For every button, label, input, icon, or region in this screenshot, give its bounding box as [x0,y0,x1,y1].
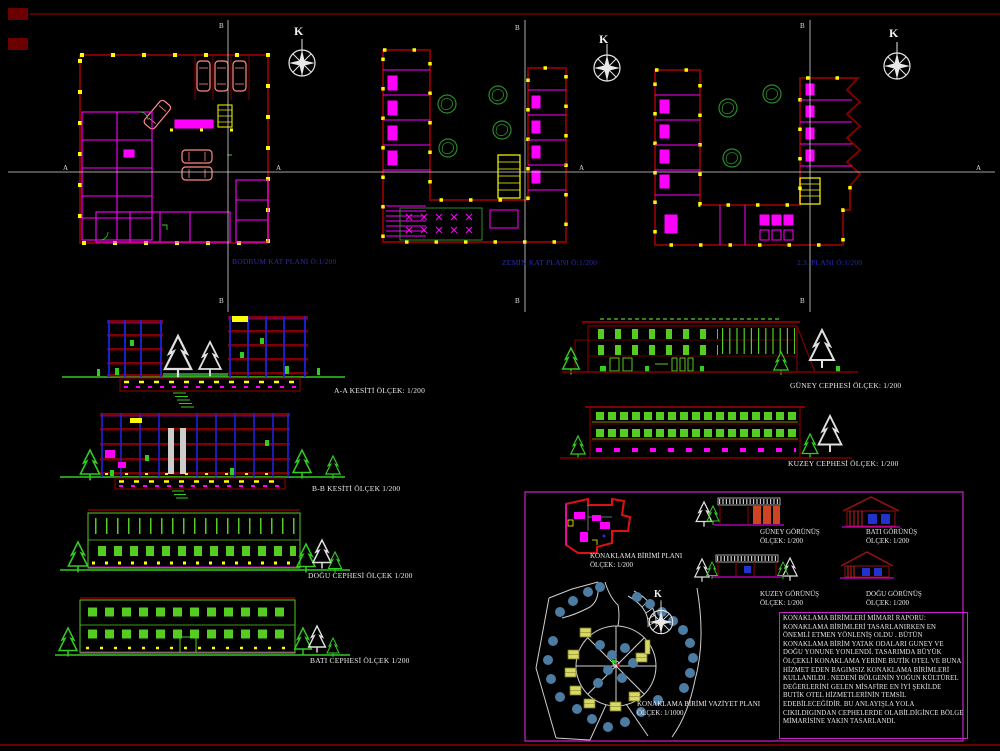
section-aa-drawing [62,316,345,408]
north-letter: K [889,26,899,40]
car-icon [196,60,211,92]
elevation-east-drawing [60,509,350,574]
elevation-north-drawing [560,406,852,460]
elevation-north-label: KUZEY CEPHESİ ÖLÇEK: 1/200 [788,459,899,468]
section-marker-a: A [976,164,982,172]
unit-view-scale: ÖLÇEK: 1/200 [760,599,803,607]
tree-icon [570,435,586,460]
tree-icon [292,449,312,480]
plan-basement-title: BODRUM KAT PLANI Ö:1/200 [232,257,337,266]
tree-icon [438,138,458,158]
plan-upper-drawing [653,68,862,247]
car-icon [181,149,213,164]
elevation-east-label: DOĞU CEPHESİ ÖLÇEK 1/200 [308,571,413,580]
unit-view-scale: ÖLÇEK: 1/200 [866,599,909,607]
car-icon [142,98,173,131]
tree-icon [293,627,313,656]
plan-basement-drawing [78,53,270,245]
section-aa-label: A-A KESİTİ ÖLÇEK: 1/200 [334,386,426,395]
tree-icon [312,539,332,570]
unit-plan-drawing [565,497,632,554]
plan-upper-title: 2.3. PLANI Ö:1/200 [797,258,863,267]
unit-view-title: KUZEY GÖRÜNÜŞ [760,590,820,598]
section-bb-label: B-B KESİTİ ÖLÇEK 1/200 [312,484,401,493]
tree-icon [79,449,101,482]
section-marker-a: A [63,164,69,172]
tree-icon [817,415,843,454]
section-marker-b: B [219,22,224,30]
section-marker-b: B [800,297,805,305]
section-marker-a: A [276,164,282,172]
site-plan-scale: ÖLÇEK: 1/1000 [637,709,684,717]
elevation-west-label: BATI CEPHESİ ÖLÇEK 1/200 [310,656,410,665]
tree-icon [718,98,738,118]
site-plan-drawing [535,581,702,741]
elevation-west-drawing [55,597,350,658]
tree-icon [437,94,457,114]
section-marker-b: B [515,24,520,32]
tree-icon [762,84,782,104]
tree-icon [58,627,78,658]
unit-elevation-east-drawing [840,551,894,579]
unit-view-title: GÜNEY GÖRÜNÜŞ [760,528,820,536]
section-marker-b: B [800,22,805,30]
plan-ground-drawing [381,48,568,244]
architecture-report-text: KONAKLAMA BİRİMLERİ MİMARİ RAPORU: KONAK… [779,612,968,739]
tree-icon [198,341,222,378]
car-icon [214,60,229,92]
site-buildings [564,627,651,712]
elevation-south-label: GÜNEY CEPHESİ ÖLÇEK: 1/200 [790,381,902,390]
section-cut-lines [8,20,995,312]
sheet-frame [0,8,1000,746]
north-letter: K [654,589,662,600]
site-plan-label: KONAKLAMA BİRİMİ VAZİYET PLANI ÖLÇEK: 1/… [637,700,760,718]
elevation-south-drawing [561,318,858,376]
tree-icon [492,120,512,140]
unit-plan-label: KONAKLAMA BİRİMİ PLANI ÖLÇEK: 1/200 [590,552,682,570]
car-icon [232,60,247,92]
unit-view-title: BATI GÖRÜNÜŞ [866,528,918,536]
unit-box [524,491,964,742]
tree-icon [488,85,508,105]
unit-view-north-label: KUZEY GÖRÜNÜŞ ÖLÇEK: 1/200 [760,590,819,608]
north-letter: K [294,24,304,38]
tree-icon [325,455,341,480]
car-icon [181,166,213,181]
unit-view-title: DOĞU GÖRÜNÜŞ [866,590,922,598]
unit-elevation-west-drawing [842,496,900,528]
unit-view-scale: ÖLÇEK: 1/200 [760,537,803,545]
tree-icon [694,558,710,583]
tree-icon [801,433,819,460]
tree-icon [695,501,713,528]
north-letter: K [599,32,609,46]
tree-icon [809,329,835,369]
tree-icon [561,347,581,376]
unit-elevation-south-drawing [695,498,784,528]
tree-icon [67,541,89,574]
unit-view-south-label: GÜNEY GÖRÜNÜŞ ÖLÇEK: 1/200 [760,528,820,546]
unit-view-scale: ÖLÇEK: 1/200 [866,537,909,545]
section-marker-a: A [579,164,585,172]
north-compass-icon [593,43,621,82]
north-compass-icon [883,41,911,80]
tree-icon [326,637,340,658]
unit-plan-scale: ÖLÇEK: 1/200 [590,561,633,569]
tree-icon [163,334,193,379]
unit-elevation-north-drawing [694,555,798,583]
site-plan-title: KONAKLAMA BİRİMİ VAZİYET PLANI [637,700,761,708]
section-marker-b: B [515,297,520,305]
plan-ground-title: ZEMİN KAT PLANI Ö:1/200 [502,258,598,267]
section-marker-b: B [219,297,224,305]
unit-view-west-label: BATI GÖRÜNÜŞ ÖLÇEK: 1/200 [866,528,917,546]
section-bb-drawing [60,413,345,499]
unit-view-east-label: DOĞU GÖRÜNÜŞ ÖLÇEK: 1/200 [866,590,922,608]
north-compass-icon [288,38,316,77]
unit-plan-title: KONAKLAMA BİRİMİ PLANI [590,552,683,560]
tree-icon [722,148,742,168]
